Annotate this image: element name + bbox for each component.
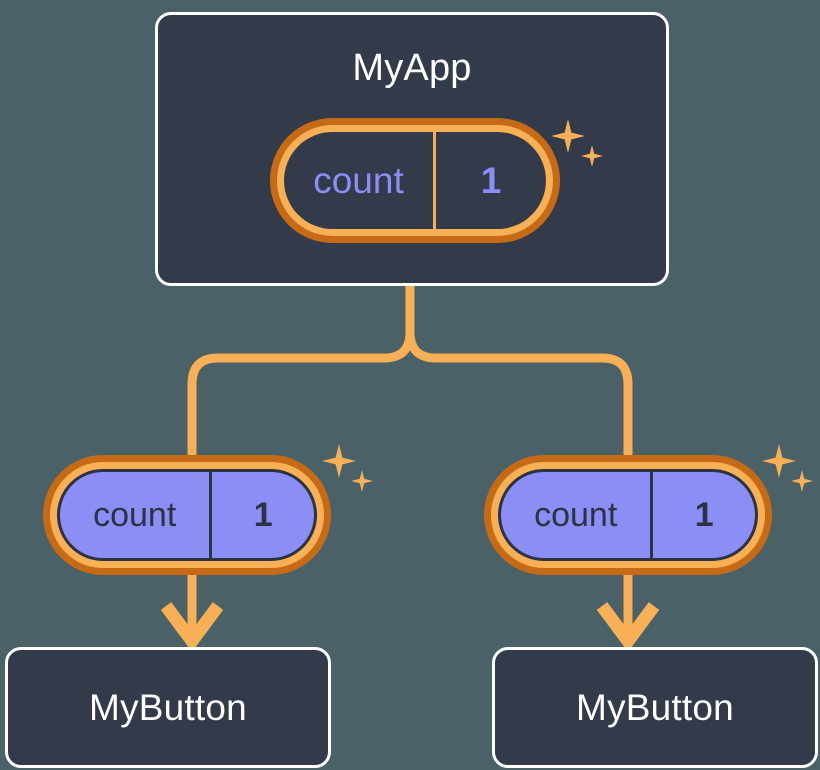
component-card-mybutton-left[interactable]: MyButton xyxy=(5,647,331,768)
state-pill-body: count 1 xyxy=(284,132,546,229)
state-pill-body: count 1 xyxy=(498,469,758,561)
state-key-label: count xyxy=(60,472,213,558)
component-card-myapp[interactable]: MyApp count 1 xyxy=(155,12,669,286)
state-pill-body: count 1 xyxy=(57,469,317,561)
state-pill-root[interactable]: count 1 xyxy=(270,118,560,243)
state-pill-branch-right[interactable]: count 1 xyxy=(484,455,772,575)
state-key-label: count xyxy=(501,472,654,558)
state-pill-ring: count 1 xyxy=(277,125,553,236)
state-value-label: 1 xyxy=(480,159,502,201)
state-value-label: 1 xyxy=(694,495,714,534)
sparkle-icon-root xyxy=(551,113,611,177)
component-card-mybutton-right[interactable]: MyButton xyxy=(492,647,818,768)
state-pill-branch-left[interactable]: count 1 xyxy=(43,455,331,575)
state-key-label: count xyxy=(284,132,436,229)
state-pill-ring: count 1 xyxy=(50,462,324,568)
component-title-mybutton-right: MyButton xyxy=(576,686,734,728)
state-value-label: 1 xyxy=(253,495,273,534)
sparkle-large-icon xyxy=(551,119,585,153)
component-title-myapp: MyApp xyxy=(352,47,472,89)
sparkle-small-icon xyxy=(581,145,603,167)
component-title-mybutton-left: MyButton xyxy=(89,686,247,728)
state-pill-ring: count 1 xyxy=(491,462,765,568)
